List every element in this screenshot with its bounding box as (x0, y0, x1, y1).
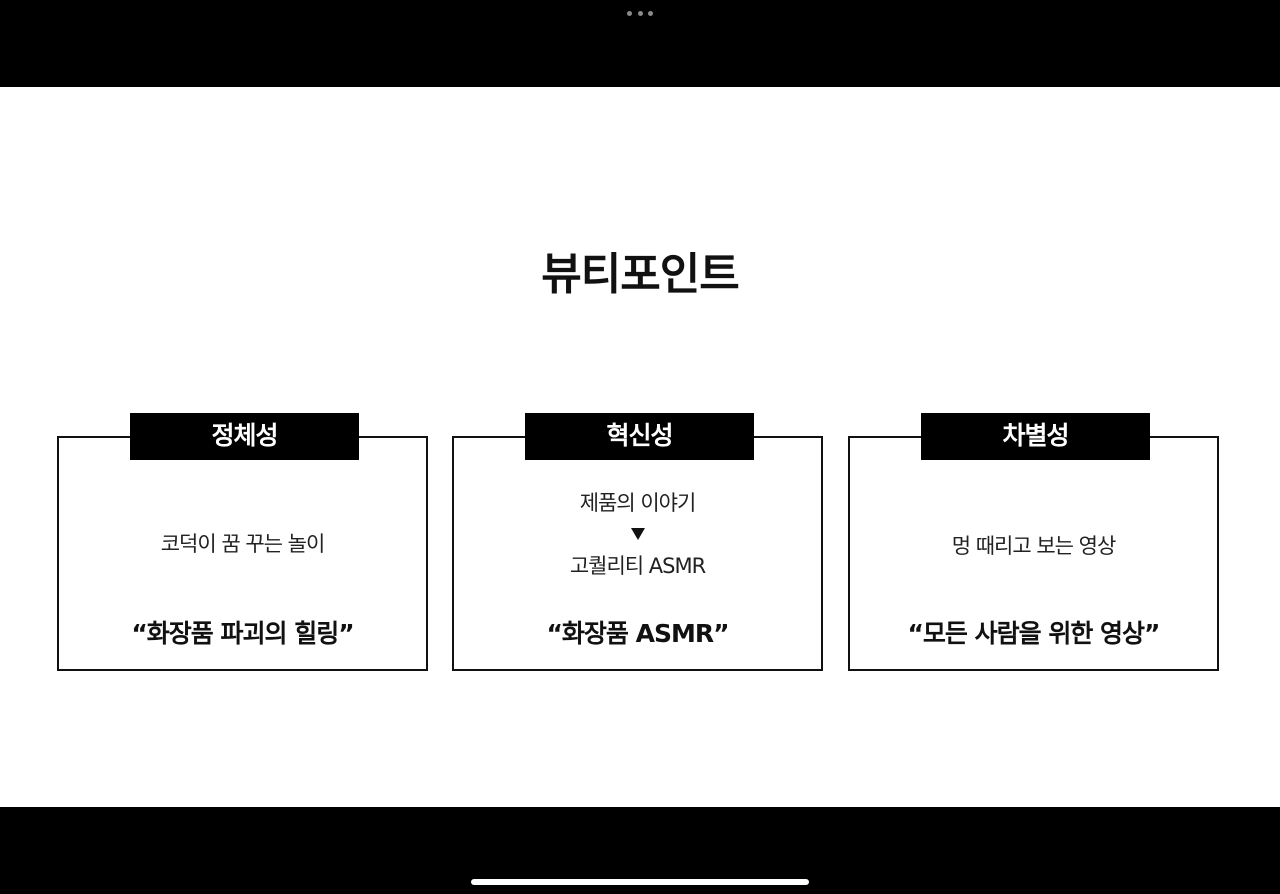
card-description: 멍 때리고 보는 영상 (951, 534, 1117, 558)
dot (648, 10, 653, 16)
home-indicator[interactable] (471, 879, 809, 885)
dot (637, 10, 643, 16)
card-quote: “화장품 ASMR” (546, 619, 729, 648)
card-identity: 정체성 코덕이 꿈 꾸는 놀이 “화장품 파괴의 힐링” (57, 413, 428, 671)
slide-title: 뷰티포인트 (541, 249, 739, 300)
card-innovation: 혁신성 제품의 이야기 고퀄리티 ASMR “화장품 ASMR” (452, 413, 823, 671)
card-tab: 정체성 (130, 413, 359, 460)
card-description: 제품의 이야기 (579, 491, 697, 515)
top-bar (0, 0, 1280, 87)
card-differentiation: 차별성 멍 때리고 보는 영상 “모든 사람을 위한 영상” (848, 413, 1219, 671)
card-tab: 혁신성 (525, 413, 754, 460)
card-tab: 차별성 (921, 413, 1150, 460)
card-quote: “화장품 파괴의 힐링” (131, 619, 354, 648)
card-quote: “모든 사람을 위한 영상” (907, 619, 1161, 648)
more-dots-icon[interactable] (627, 9, 653, 17)
card-description: 고퀄리티 ASMR (569, 554, 706, 578)
slide: 뷰티포인트 정체성 코덕이 꿈 꾸는 놀이 “화장품 파괴의 힐링” 혁신성 제… (0, 87, 1280, 807)
arrow-down-icon (630, 528, 645, 540)
dot (627, 10, 632, 16)
card-description: 코덕이 꿈 꾸는 놀이 (160, 532, 326, 556)
